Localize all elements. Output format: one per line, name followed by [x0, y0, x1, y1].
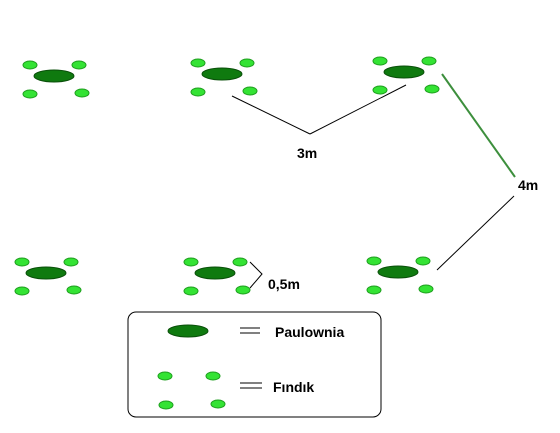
findik-plant: [232, 257, 248, 267]
plant-group-2: [190, 58, 258, 97]
legend-paulownia-label: Paulownia: [275, 324, 344, 340]
hazel-offset-label: 0,5m: [268, 276, 300, 292]
row-spacing-line-right: [309, 84, 407, 135]
findik-plant: [22, 60, 38, 70]
plant-group-4: [14, 257, 82, 296]
legend-findik-symbol: [210, 399, 226, 409]
findik-plant: [424, 84, 440, 94]
findik-plant: [66, 285, 82, 295]
findik-plant: [183, 257, 199, 267]
paulownia-tree: [194, 266, 236, 280]
plant-group-1: [22, 60, 90, 99]
legend-findik-symbol: [205, 371, 221, 381]
paulownia-tree: [33, 69, 75, 83]
findik-plant: [63, 257, 79, 267]
paulownia-tree: [25, 266, 67, 280]
column-spacing-label: 4m: [518, 177, 538, 193]
findik-plant: [372, 56, 388, 66]
findik-plant: [235, 285, 251, 295]
legend-findik-symbol: [158, 400, 174, 410]
row-spacing-label: 3m: [297, 145, 317, 161]
findik-plant: [372, 85, 388, 95]
findik-plant: [71, 60, 87, 70]
legend-findik-label: Fındık: [273, 379, 314, 395]
legend-paulownia-symbol: [167, 324, 209, 338]
legend-box: [127, 311, 382, 418]
findik-plant: [366, 256, 382, 266]
row-spacing-line-left: [231, 95, 311, 135]
plant-group-3: [372, 56, 440, 95]
column-spacing-line-bottom: [436, 195, 515, 271]
findik-plant: [183, 286, 199, 296]
findik-plant: [421, 56, 437, 66]
findik-plant: [22, 89, 38, 99]
findik-plant: [239, 58, 255, 68]
plant-group-5: [183, 257, 251, 296]
paulownia-tree: [383, 65, 425, 79]
plant-groups: [14, 56, 440, 296]
findik-plant: [418, 284, 434, 294]
hazel-offset-bracket: [249, 261, 263, 289]
findik-plant: [190, 58, 206, 68]
column-spacing-line-top: [441, 73, 516, 178]
findik-plant: [242, 86, 258, 96]
paulownia-tree: [377, 265, 419, 279]
findik-plant: [14, 286, 30, 296]
plant-group-6: [366, 256, 434, 295]
findik-plant: [14, 257, 30, 267]
findik-plant: [74, 88, 90, 98]
findik-plant: [415, 256, 431, 266]
findik-plant: [190, 87, 206, 97]
legend-findik-symbol: [157, 371, 173, 381]
findik-plant: [366, 285, 382, 295]
paulownia-tree: [201, 67, 243, 81]
